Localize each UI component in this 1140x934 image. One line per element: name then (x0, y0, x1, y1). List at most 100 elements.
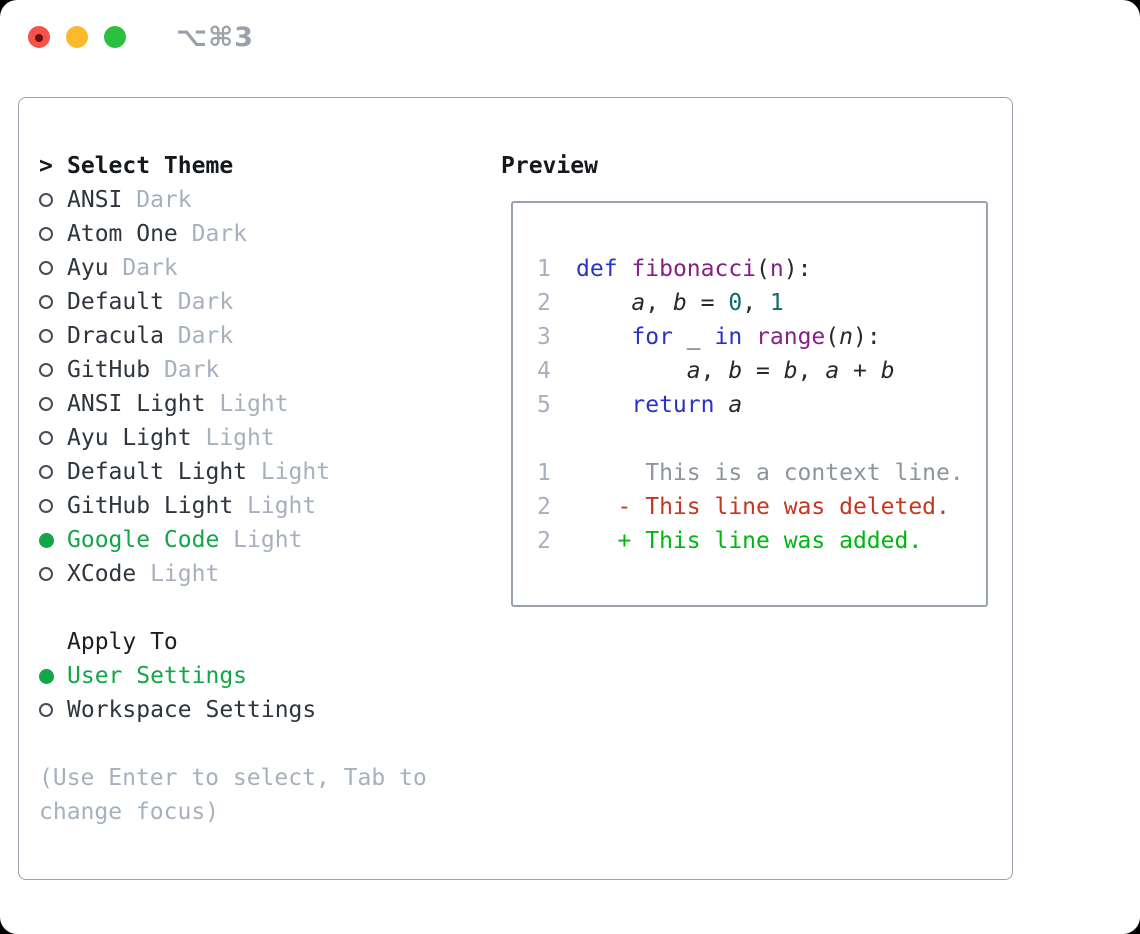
help-text: (Use Enter to select, Tab to change focu… (39, 765, 427, 825)
apply-to-title: Apply To (67, 629, 178, 655)
radio-marker (39, 703, 67, 717)
radio-marker (39, 499, 67, 513)
line-number: 3 (537, 324, 551, 350)
theme-variant-label: Dark (163, 289, 234, 315)
radio-marker (39, 227, 67, 241)
keyboard-shortcut-hint: ⌥⌘3 (176, 21, 254, 53)
radio-marker (39, 465, 67, 479)
code-token: a (631, 290, 646, 316)
theme-option-label: Atom One (67, 221, 178, 247)
select-theme-header: > Select Theme (39, 149, 471, 183)
diff-text: This is a context line. (576, 460, 964, 486)
theme-option-xcode[interactable]: XCode Light (39, 557, 471, 591)
radio-icon (39, 193, 53, 207)
theme-option-dracula[interactable]: Dracula Dark (39, 319, 471, 353)
radio-marker (39, 532, 67, 548)
code-token (576, 392, 631, 418)
zoom-button[interactable] (104, 26, 126, 48)
diff-line-added: 2 + This line was added. (537, 524, 986, 558)
code-token: b (783, 358, 798, 384)
line-number: 4 (537, 358, 551, 384)
close-button-dot-icon (35, 34, 43, 42)
radio-icon (39, 703, 53, 717)
theme-option-ansi[interactable]: ANSI Dark (39, 183, 471, 217)
code-token (576, 358, 687, 384)
theme-option-ansi-light[interactable]: ANSI Light Light (39, 387, 471, 421)
radio-icon (39, 499, 53, 513)
diff-line-context: 1 This is a context line. (537, 456, 986, 490)
theme-option-google-code[interactable]: Google Code Light (39, 523, 471, 557)
theme-option-label: Default Light (67, 459, 248, 485)
radio-marker (39, 397, 67, 411)
theme-variant-label: Light (219, 527, 303, 553)
theme-option-github[interactable]: GitHub Dark (39, 353, 471, 387)
theme-variant-label: Dark (150, 357, 220, 383)
radio-icon (39, 431, 53, 445)
code-token: , (742, 290, 770, 316)
radio-marker (39, 431, 67, 445)
blank-line (537, 422, 986, 456)
code-token: = (686, 290, 729, 316)
window-titlebar: ⌥⌘3 (28, 22, 254, 53)
radio-marker (39, 295, 67, 309)
line-number: 2 (537, 528, 551, 554)
code-token: _ (672, 324, 715, 350)
code-token: ( (825, 324, 840, 350)
theme-option-default-light[interactable]: Default Light Light (39, 455, 471, 489)
radio-marker (39, 193, 67, 207)
code-line: 2 a, b = 0, 1 (537, 286, 986, 320)
theme-option-label: Google Code (67, 527, 220, 553)
radio-icon (39, 567, 53, 581)
line-number: 5 (537, 392, 551, 418)
code-token: return (631, 392, 715, 418)
theme-variant-label: Light (136, 561, 220, 587)
close-button[interactable] (28, 26, 50, 48)
radio-marker (39, 363, 67, 377)
apply-option-user-settings[interactable]: User Settings (39, 659, 471, 693)
code-token: + (839, 358, 881, 384)
code-line: 5 return a (537, 388, 986, 422)
select-theme-title: Select Theme (67, 153, 234, 179)
apply-to-header: Apply To (39, 625, 471, 659)
code-line: 4 a, b = b, a + b (537, 354, 986, 388)
theme-variant-label: Dark (108, 255, 178, 281)
radio-selected-icon (39, 532, 54, 548)
theme-variant-label: Dark (163, 323, 234, 349)
theme-option-atom-one[interactable]: Atom One Dark (39, 217, 471, 251)
theme-variant-label: Light (205, 391, 289, 417)
theme-option-ayu[interactable]: Ayu Dark (39, 251, 471, 285)
code-token: b (880, 358, 895, 384)
spacer (39, 591, 471, 625)
theme-option-ayu-light[interactable]: Ayu Light Light (39, 421, 471, 455)
code-token: range (756, 324, 826, 350)
code-token: n (769, 256, 784, 282)
code-token: , (700, 358, 729, 384)
apply-option-workspace-settings[interactable]: Workspace Settings (39, 693, 471, 727)
code-token: b (672, 290, 687, 316)
code-token (742, 324, 756, 350)
theme-option-label: ANSI (67, 187, 123, 213)
theme-option-label: Ayu Light (67, 425, 192, 451)
radio-marker (39, 567, 67, 581)
theme-option-default[interactable]: Default Dark (39, 285, 471, 319)
line-number: 1 (537, 460, 551, 486)
theme-variant-label: Light (233, 493, 317, 519)
selection-cursor: > (39, 153, 53, 179)
code-token: 0 (728, 290, 743, 316)
theme-option-label: Default (67, 289, 164, 315)
code-token: def (576, 256, 618, 282)
code-token (576, 324, 631, 350)
radio-icon (39, 295, 53, 309)
code-token (576, 290, 631, 316)
theme-option-github-light[interactable]: GitHub Light Light (39, 489, 471, 523)
diff-text: + This line was added. (576, 528, 923, 554)
code-token: b (728, 358, 743, 384)
code-token: ): (783, 256, 812, 282)
theme-option-label: XCode (67, 561, 137, 587)
theme-variant-label: Dark (177, 221, 248, 247)
minimize-button[interactable] (66, 26, 88, 48)
